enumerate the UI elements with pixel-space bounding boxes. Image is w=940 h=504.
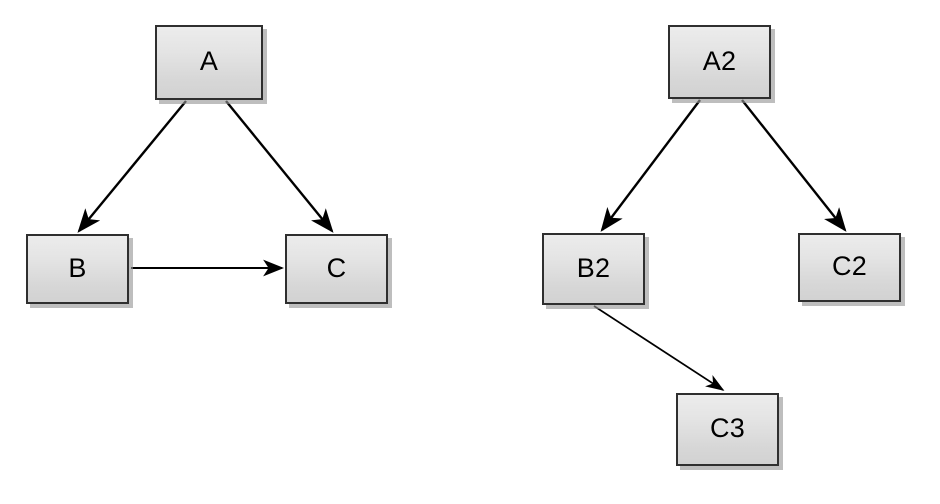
node-c-label: C (326, 252, 347, 283)
node-c2-label: C2 (832, 251, 867, 281)
node-a2[interactable]: A2 (668, 25, 771, 99)
node-b-label: B (68, 252, 87, 283)
node-c3-label: C3 (710, 413, 745, 443)
node-c3[interactable]: C3 (676, 393, 779, 466)
node-a[interactable]: A (155, 25, 263, 100)
node-a-label: A (199, 46, 219, 76)
edge-a-to-b (77, 100, 187, 233)
node-c[interactable]: C (285, 234, 388, 304)
edge-b2-to-c3 (593, 305, 725, 391)
node-c2[interactable]: C2 (798, 233, 901, 302)
edge-a-to-c (225, 100, 334, 233)
node-b[interactable]: B (26, 234, 129, 304)
node-a2-label: A2 (702, 45, 737, 76)
node-b2-label: B2 (576, 252, 611, 283)
edge-a2-to-c2 (741, 99, 847, 232)
edge-a2-to-b2 (600, 99, 701, 232)
node-b2[interactable]: B2 (542, 233, 645, 305)
